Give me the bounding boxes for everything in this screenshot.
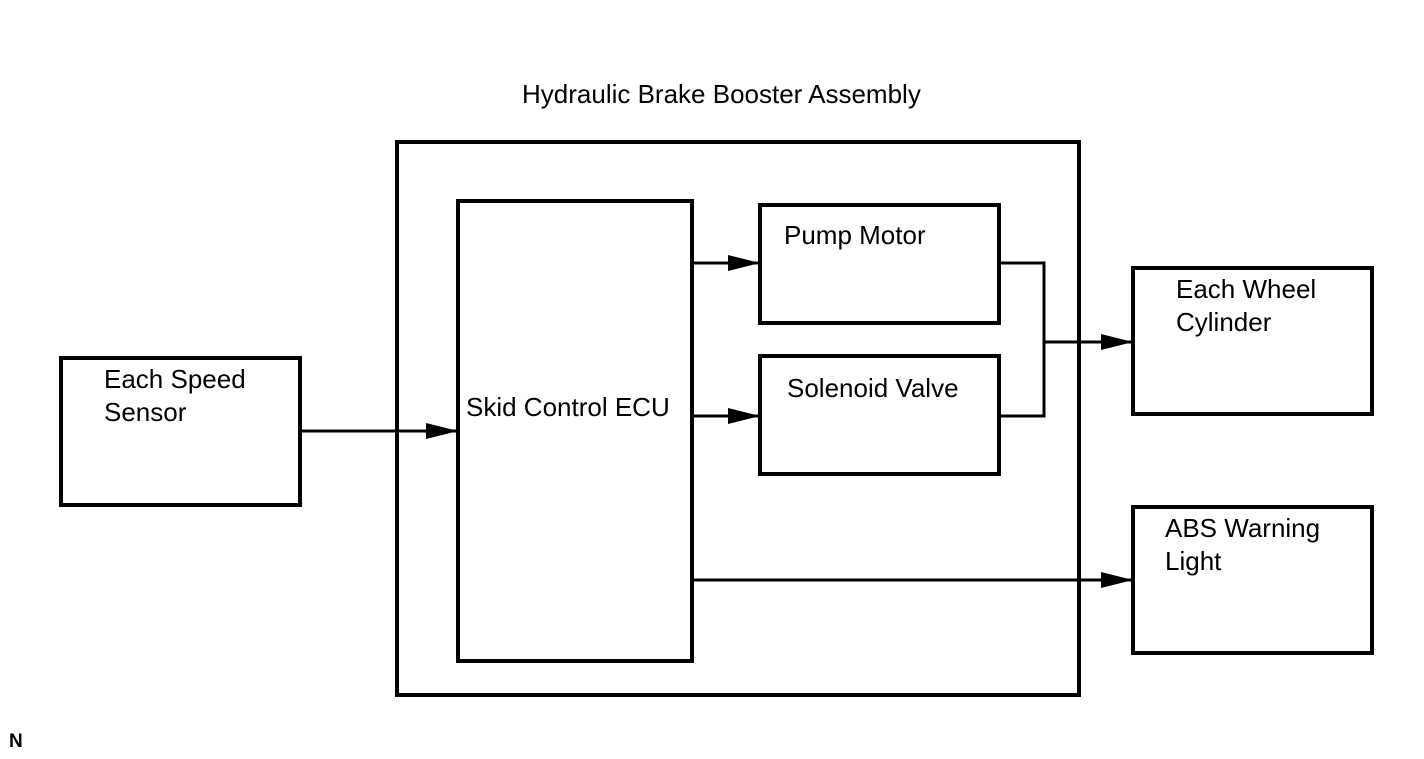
pump-output-line	[999, 261, 1046, 418]
speed-sensor-label-line-1: Each Speed	[104, 364, 246, 394]
abs-warning-light-label: ABS Warning Light	[1165, 512, 1320, 578]
speed-sensor-label-line-2: Sensor	[104, 397, 187, 427]
wheel-cylinder-label-line-1: Each Wheel	[1176, 274, 1317, 304]
wheel-cylinder-label-line-2: Cylinder	[1176, 307, 1272, 337]
diagram-title: Hydraulic Brake Booster Assembly	[522, 79, 921, 109]
abs-warning-light-label-line-1: ABS Warning	[1165, 513, 1321, 543]
solenoid-valve-label: Solenoid Valve	[787, 373, 959, 403]
pump-motor-label: Pump Motor	[784, 220, 926, 250]
speed-sensor-label: Each Speed Sensor	[104, 363, 246, 429]
skid-control-ecu-box	[456, 199, 694, 663]
abs-warning-light-label-line-2: Light	[1165, 546, 1222, 576]
wheel-cylinder-label: Each Wheel Cylinder	[1176, 273, 1316, 339]
brake-booster-assembly-frame	[395, 140, 1081, 697]
skid-control-ecu-label: Skid Control ECU	[466, 392, 670, 422]
corner-mark: N	[9, 731, 23, 752]
